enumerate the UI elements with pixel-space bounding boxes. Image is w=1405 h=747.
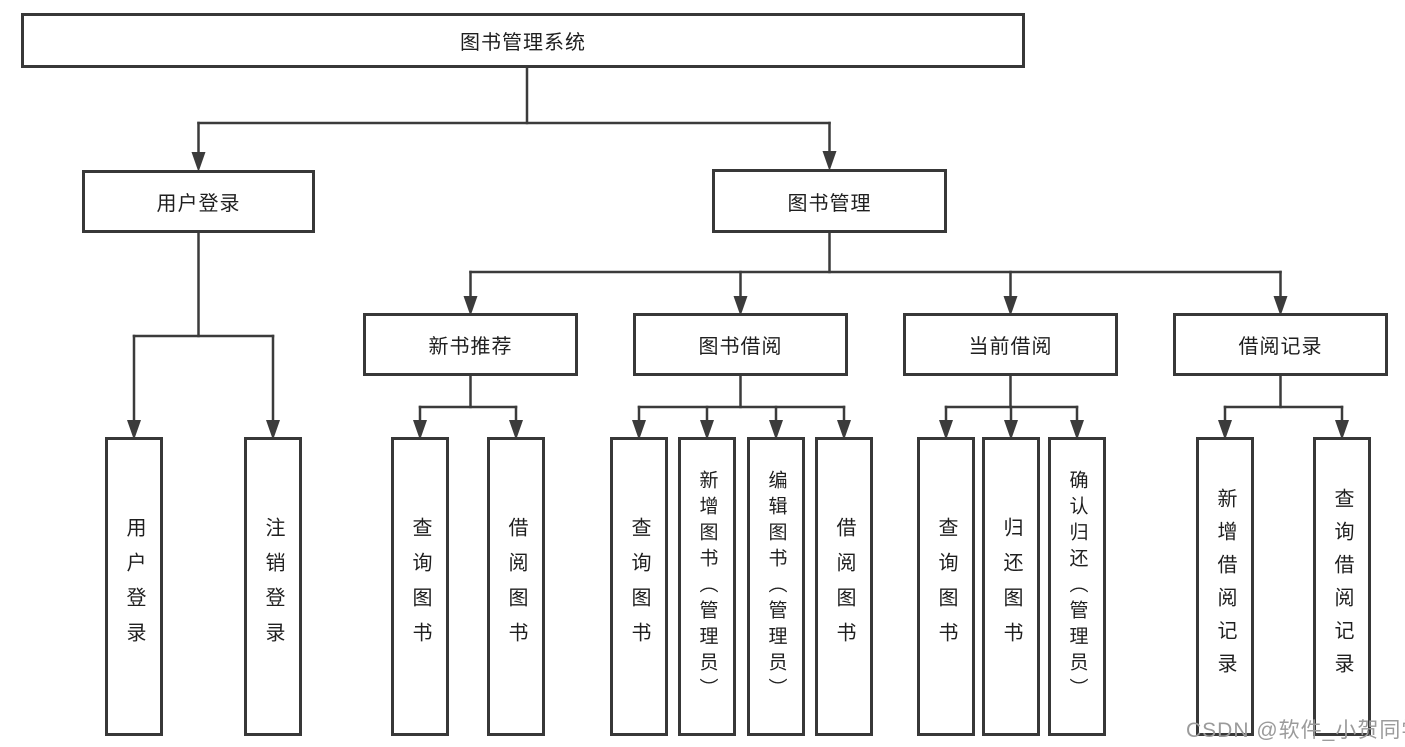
leaf-add-books-admin: 新增图书（管理员） — [678, 437, 736, 736]
leaf-borrow-books: 借阅图书 — [815, 437, 873, 736]
leaf-borrow-books-label: 借阅图书 — [833, 516, 855, 657]
node-borrow-records: 借阅记录 — [1173, 313, 1388, 376]
leaf-query-books-recommend-label: 查询图书 — [409, 516, 431, 657]
leaf-add-borrow-record: 新增借阅记录 — [1196, 437, 1254, 736]
leaf-add-books-admin-label: 新增图书（管理员） — [696, 469, 718, 704]
node-current-borrow: 当前借阅 — [903, 313, 1118, 376]
leaf-query-borrow-record-label: 查询借阅记录 — [1331, 487, 1353, 686]
leaf-query-borrow-record: 查询借阅记录 — [1313, 437, 1371, 736]
leaf-borrow-books-recommend: 借阅图书 — [487, 437, 545, 736]
csdn-watermark: CSDN @软件_小贺同学 — [1186, 719, 1405, 742]
node-user-login-label: 用户登录 — [156, 193, 241, 215]
leaf-edit-books-admin: 编辑图书（管理员） — [747, 437, 805, 736]
leaf-query-books-borrow-label: 查询图书 — [628, 516, 650, 657]
node-book-management: 图书管理 — [712, 169, 947, 233]
leaf-borrow-books-recommend-label: 借阅图书 — [505, 516, 527, 657]
node-book-borrow: 图书借阅 — [633, 313, 848, 376]
leaf-user-login: 用户登录 — [105, 437, 163, 736]
node-book-management-label: 图书管理 — [787, 192, 872, 215]
leaf-logout: 注销登录 — [244, 437, 302, 736]
node-borrow-records-label: 借阅记录 — [1238, 336, 1323, 358]
node-new-book-recommend-label: 新书推荐 — [428, 336, 513, 358]
leaf-return-books-label: 归还图书 — [1000, 516, 1022, 657]
root-node-library-system: 图书管理系统 — [21, 13, 1025, 68]
leaf-logout-label: 注销登录 — [262, 516, 284, 657]
leaf-query-books-borrow: 查询图书 — [610, 437, 668, 736]
node-current-borrow-label: 当前借阅 — [968, 336, 1053, 358]
leaf-query-books-current: 查询图书 — [917, 437, 975, 736]
leaf-add-borrow-record-label: 新增借阅记录 — [1214, 487, 1236, 686]
node-user-login: 用户登录 — [82, 170, 315, 233]
root-node-label: 图书管理系统 — [460, 32, 586, 54]
leaf-confirm-return-admin-label: 确认归还（管理员） — [1066, 469, 1088, 704]
node-new-book-recommend: 新书推荐 — [363, 313, 578, 376]
leaf-confirm-return-admin: 确认归还（管理员） — [1048, 437, 1106, 736]
leaf-edit-books-admin-label: 编辑图书（管理员） — [765, 469, 787, 704]
leaf-user-login-label: 用户登录 — [123, 516, 145, 657]
node-book-borrow-label: 图书借阅 — [698, 336, 783, 358]
leaf-return-books: 归还图书 — [982, 437, 1040, 736]
leaf-query-books-current-label: 查询图书 — [935, 516, 957, 657]
leaf-query-books-recommend: 查询图书 — [391, 437, 449, 736]
